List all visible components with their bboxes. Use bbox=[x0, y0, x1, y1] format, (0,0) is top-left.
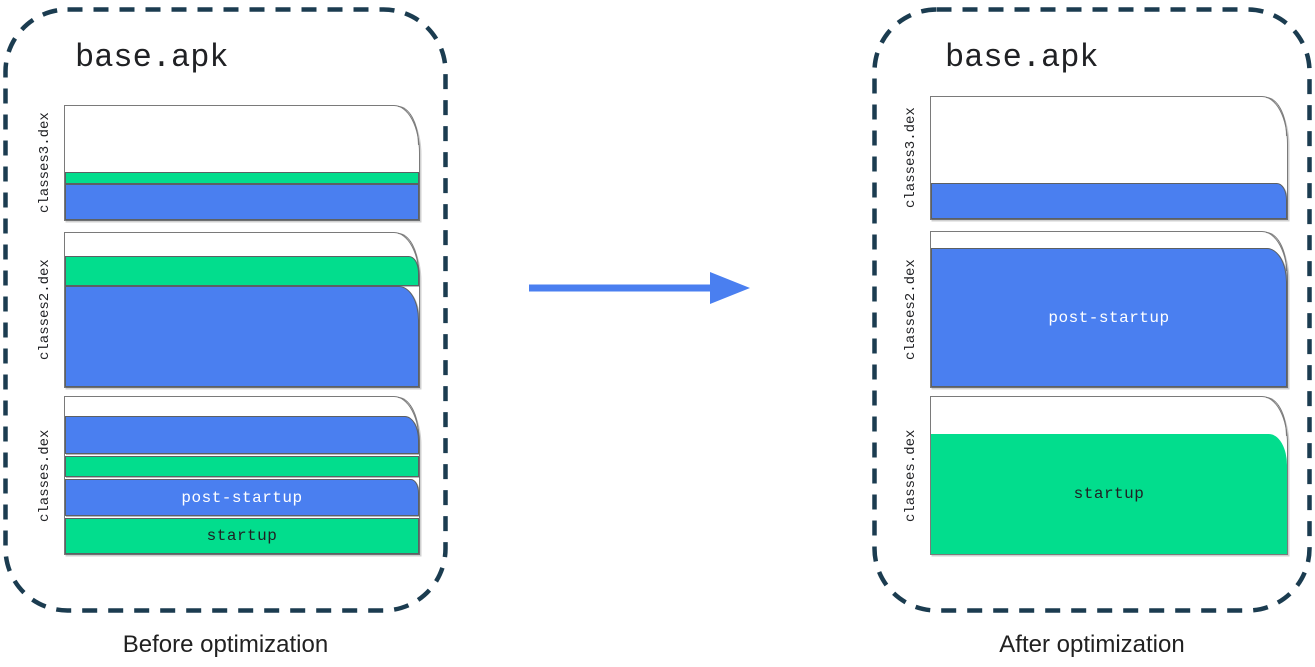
caption-before: Before optimization bbox=[122, 631, 329, 658]
page-free-space bbox=[931, 97, 1287, 183]
band-label: post-startup bbox=[1048, 308, 1170, 327]
file-label: classes2.dex bbox=[37, 259, 53, 361]
band-blue bbox=[65, 286, 419, 387]
file-label: classes.dex bbox=[37, 429, 53, 522]
page-free-space bbox=[65, 233, 419, 256]
dashed-container-outline bbox=[3, 7, 448, 613]
page-free-space bbox=[65, 106, 419, 172]
file-row: classes.dex startup bbox=[899, 396, 1288, 555]
file-label: classes2.dex bbox=[903, 259, 919, 360]
file-label: classes3.dex bbox=[903, 107, 919, 209]
band-green: startup bbox=[65, 518, 419, 554]
file-page bbox=[64, 232, 420, 388]
file-page bbox=[64, 105, 420, 221]
page-free-space bbox=[931, 232, 1287, 248]
band-label: startup bbox=[206, 527, 278, 545]
band-green: startup bbox=[931, 434, 1287, 554]
apk-title-before: base.apk bbox=[75, 39, 229, 76]
band-blue: post-startup bbox=[65, 479, 419, 516]
file-row: classes2.dex post-startup bbox=[899, 231, 1288, 388]
apk-title-after: base.apk bbox=[945, 39, 1099, 76]
right-arrow-icon bbox=[529, 272, 750, 304]
band-blue bbox=[65, 184, 419, 220]
file-label: classes3.dex bbox=[37, 112, 53, 214]
band-blue bbox=[65, 416, 419, 454]
band-green bbox=[65, 456, 419, 477]
file-row: classes2.dex bbox=[33, 232, 420, 388]
caption-after: After optimization bbox=[999, 631, 1185, 658]
file-row: classes3.dex bbox=[33, 105, 420, 221]
file-page: post-startup startup bbox=[64, 396, 420, 555]
file-row: classes.dex post-startup startup bbox=[33, 396, 420, 555]
band-green bbox=[65, 172, 419, 184]
band-blue bbox=[931, 183, 1287, 219]
band-green bbox=[65, 256, 419, 286]
file-label: classes.dex bbox=[903, 429, 919, 522]
band-label: post-startup bbox=[181, 488, 303, 507]
band-label: startup bbox=[1073, 485, 1145, 503]
page-free-space bbox=[931, 397, 1287, 434]
file-row: classes3.dex bbox=[899, 96, 1288, 220]
page-free-space bbox=[65, 397, 419, 416]
file-page bbox=[930, 96, 1288, 220]
file-page: post-startup bbox=[930, 231, 1288, 388]
file-page: startup bbox=[930, 396, 1288, 555]
band-blue: post-startup bbox=[931, 248, 1287, 387]
file-stack-before: classes3.dex classes2.dex classes.dex post-… bbox=[33, 105, 420, 555]
panel-after: base.apk classes3.dex classes2.dex post-st… bbox=[872, 7, 1312, 658]
